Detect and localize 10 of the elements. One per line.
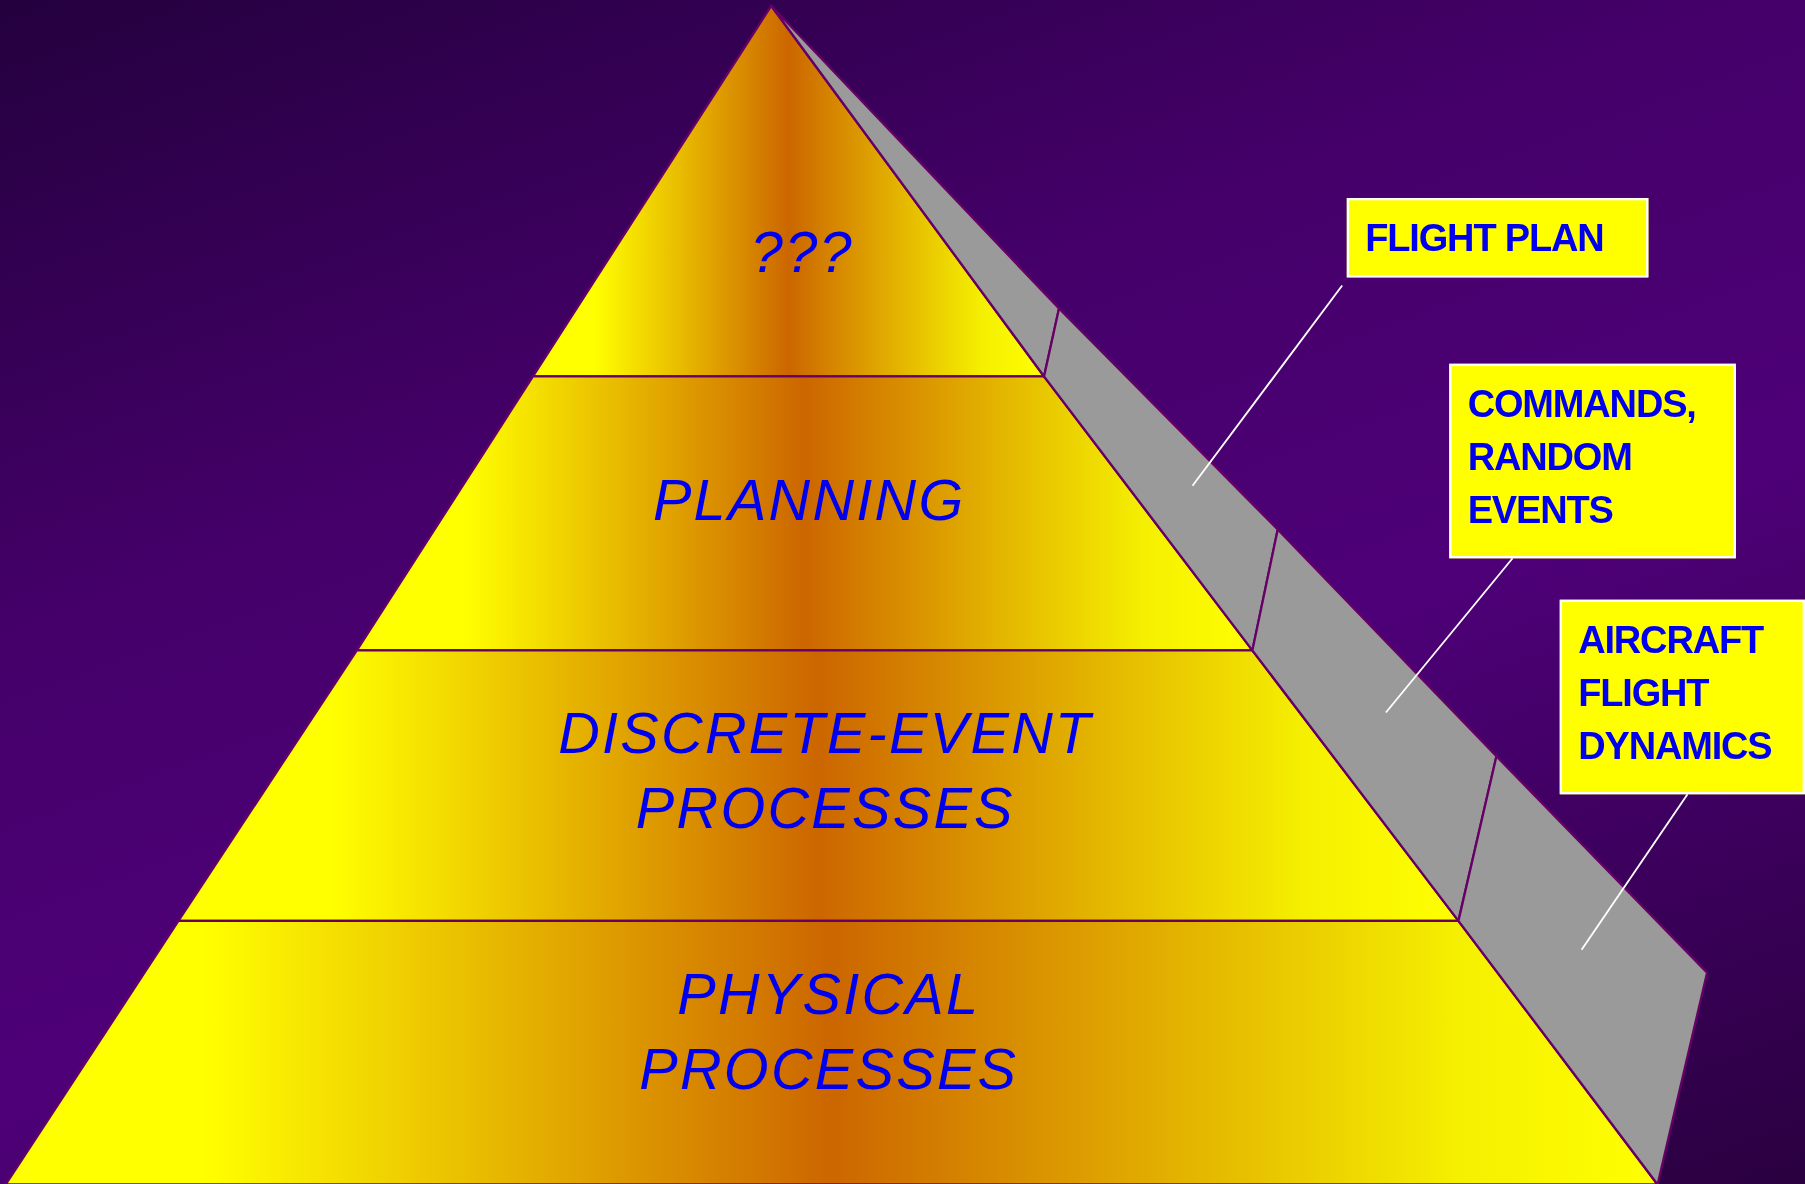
callout-label: COMMANDS, RANDOM EVENTS — [1449, 363, 1736, 559]
layer-label: PHYSICAL PROCESSES — [638, 961, 1020, 1104]
layer-label: DISCRETE-EVENT PROCESSES — [557, 700, 1095, 843]
callout-label: FLIGHT PLAN — [1346, 198, 1649, 278]
leader-line — [1191, 284, 1344, 487]
callout-label: AIRCRAFT FLIGHT DYNAMICS — [1559, 599, 1805, 795]
layer-label: ??? — [749, 219, 855, 287]
layer-label: PLANNING — [651, 466, 967, 535]
leader-line — [1385, 557, 1514, 714]
leader-line — [1580, 793, 1689, 951]
